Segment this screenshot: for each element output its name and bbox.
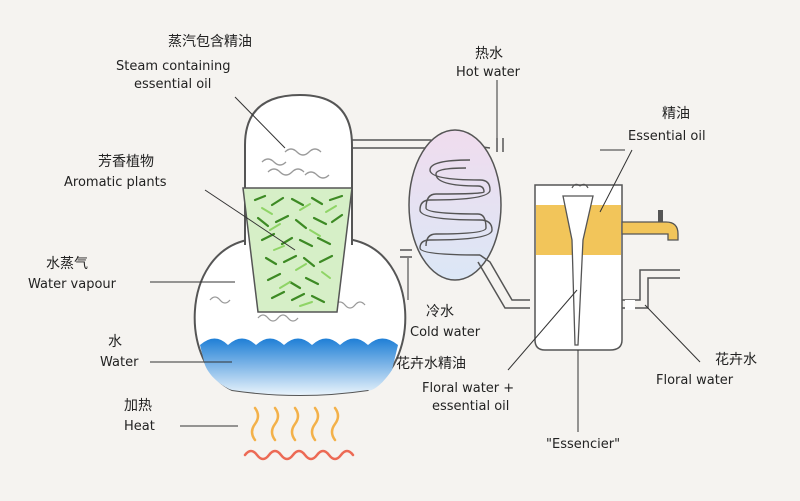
label-hot-en: Hot water (456, 65, 521, 80)
label-hot-zh: 热水 (475, 46, 503, 62)
label-mix-en-1: Floral water + (422, 381, 514, 396)
vapour-swirls (209, 148, 366, 322)
boiler-water (200, 338, 398, 395)
label-heat-en: Heat (124, 419, 155, 434)
still (193, 93, 407, 461)
label-cold-zh: 冷水 (426, 304, 454, 320)
label-plants-en: Aromatic plants (64, 175, 167, 190)
label-steam-en-2: essential oil (134, 77, 211, 92)
essencier (534, 183, 680, 351)
condenser-outlet (479, 254, 530, 301)
aromatic-plants-light (261, 203, 337, 307)
label-mix-zh: 花卉水精油 (396, 356, 466, 372)
heat-flames (243, 406, 355, 461)
aromatic-plants (253, 194, 344, 304)
label-floral-en: Floral water (656, 373, 734, 388)
label-oil-en: Essential oil (628, 129, 706, 144)
label-plants-zh: 芳香植物 (98, 153, 154, 170)
plant-basket (242, 187, 353, 313)
label-heat-zh: 加热 (124, 398, 152, 414)
label-water-zh: 水 (108, 334, 122, 350)
label-water-en: Water (100, 355, 139, 370)
label-vapour-en: Water vapour (28, 277, 117, 292)
label-mix-en-2: essential oil (432, 399, 509, 414)
label-vapour-zh: 水蒸气 (46, 256, 88, 272)
label-essencier: "Essencier" (546, 437, 620, 452)
condenser-coil (419, 159, 493, 256)
leader-lines (150, 80, 701, 432)
label-steam-zh: 蒸汽包含精油 (168, 34, 252, 50)
label-floral-zh: 花卉水 (715, 352, 757, 368)
label-oil-zh: 精油 (662, 106, 690, 122)
label-steam-en-1: Steam containing (116, 59, 230, 74)
condenser (400, 129, 530, 309)
label-cold-en: Cold water (410, 325, 481, 340)
